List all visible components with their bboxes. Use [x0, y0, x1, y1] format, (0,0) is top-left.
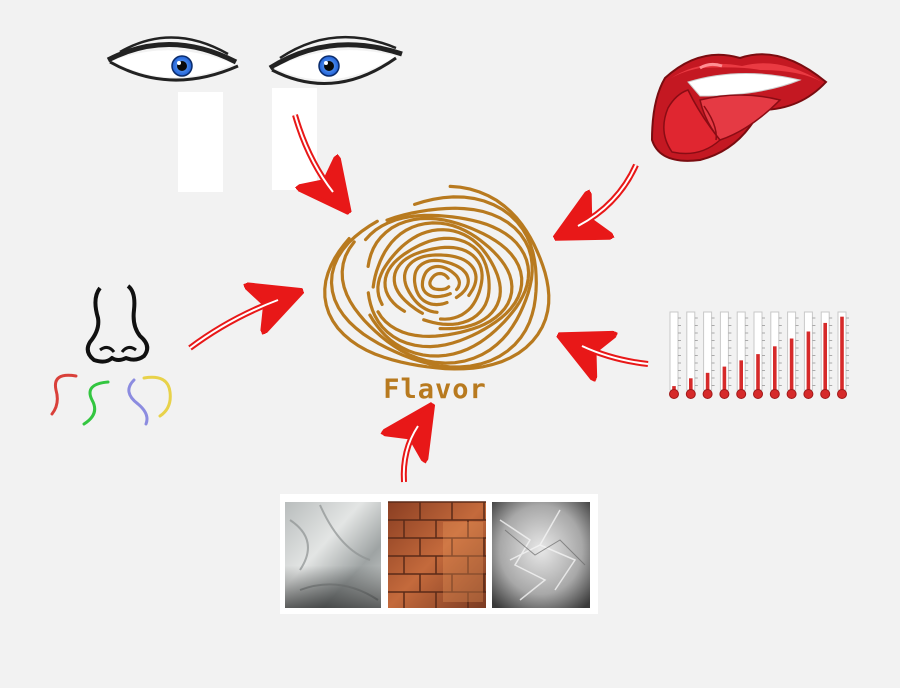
arrow-from-thermometer [582, 346, 649, 364]
texture-swatches [280, 494, 598, 614]
thermometer [769, 311, 782, 399]
brick-texture [388, 501, 486, 608]
swirl-ring [428, 271, 451, 292]
thermometer [685, 311, 698, 399]
swirl-ring [364, 213, 531, 358]
thermometer [786, 311, 799, 399]
tear-streak [272, 88, 317, 190]
swirl-ring [329, 195, 538, 369]
thermometer [753, 311, 765, 399]
swirl-ring [323, 184, 551, 371]
thermometer [837, 311, 849, 399]
swirl-ring [412, 258, 470, 307]
paper-texture [492, 502, 590, 608]
mouth-tongue-icon [650, 53, 828, 162]
swirl-ring [403, 253, 478, 314]
swirl-ring [383, 236, 491, 327]
tear-streak [178, 92, 223, 192]
thermometer-icon [669, 311, 849, 399]
thermometer [803, 311, 816, 399]
swirl-ring [366, 216, 524, 349]
marble-texture [285, 502, 381, 608]
thermometer [702, 311, 715, 399]
thermometer [669, 311, 681, 399]
arrow-from-nose [188, 300, 278, 351]
arrow-from-textures [404, 426, 418, 483]
swirl-ring [392, 245, 484, 321]
flavor-swirl-icon [323, 184, 551, 371]
thermometer [820, 311, 833, 399]
swirl-ring [376, 228, 502, 331]
arrow-from-eyes [292, 114, 333, 192]
flavor-label: Flavor [383, 374, 487, 405]
nose-icon [85, 284, 150, 364]
arrow-from-mouth [578, 163, 639, 226]
right-eye [268, 35, 403, 85]
arrows [188, 114, 649, 483]
thermometer [736, 311, 749, 399]
swirl-ring [340, 206, 534, 365]
thermometer [719, 311, 732, 399]
swirl-ring [420, 264, 462, 299]
left-eye [106, 36, 239, 82]
swirl-ring [371, 221, 514, 339]
scent-waves [50, 373, 172, 426]
eyes-icon [106, 35, 403, 192]
